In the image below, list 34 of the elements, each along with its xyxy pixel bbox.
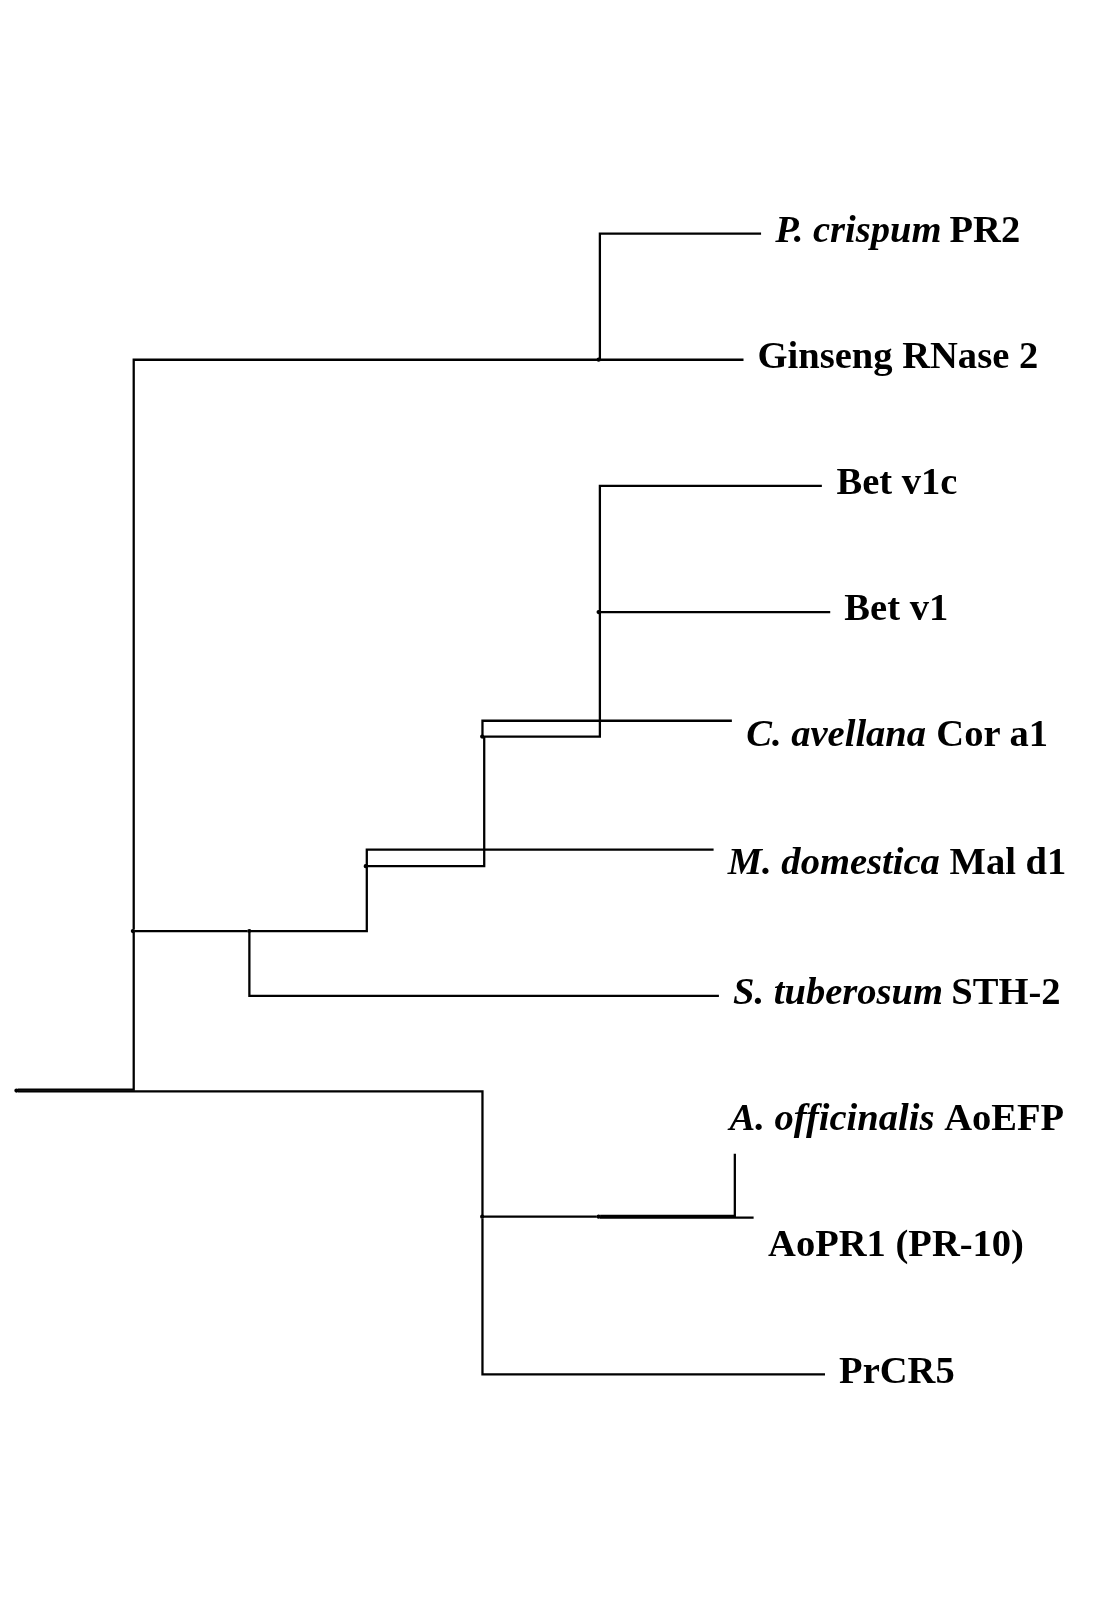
node-text: M. domestica Mal d1 [727,840,1067,883]
connector [599,358,744,361]
node-point [480,1214,485,1219]
connector [248,932,719,998]
node-text: Bet v1c [836,459,958,502]
node-point [14,1088,19,1093]
connector [598,484,822,612]
connector [134,929,248,933]
node-point [596,609,601,615]
node-point [596,357,601,362]
node-text: P. crispum PR2 [775,207,1021,250]
connector [483,1215,597,1218]
node-text: A. officinalis AoEFP [729,1096,1065,1139]
node-point [480,734,485,739]
connector [481,1218,825,1376]
node-text: C. avellana Cor a1 [746,712,1049,755]
connector [600,1153,736,1217]
node-point [247,928,252,934]
node-text: Bet v1 [844,586,949,629]
connector [599,610,831,614]
connector [483,612,601,738]
connector [599,1216,754,1219]
node-point [363,864,368,869]
node-text: AoPR1 (PR-10) [768,1222,1024,1265]
connector [17,1090,484,1216]
connector [365,848,714,866]
node-point [596,1214,601,1219]
connector [17,932,135,1091]
connector [481,719,732,736]
node-text: S. tuberosum STH-2 [733,969,1061,1012]
node-text: Ginseng RNase 2 [757,333,1039,376]
node-point [130,928,135,934]
node-text: PrCR5 [839,1348,955,1391]
connector [132,358,598,930]
